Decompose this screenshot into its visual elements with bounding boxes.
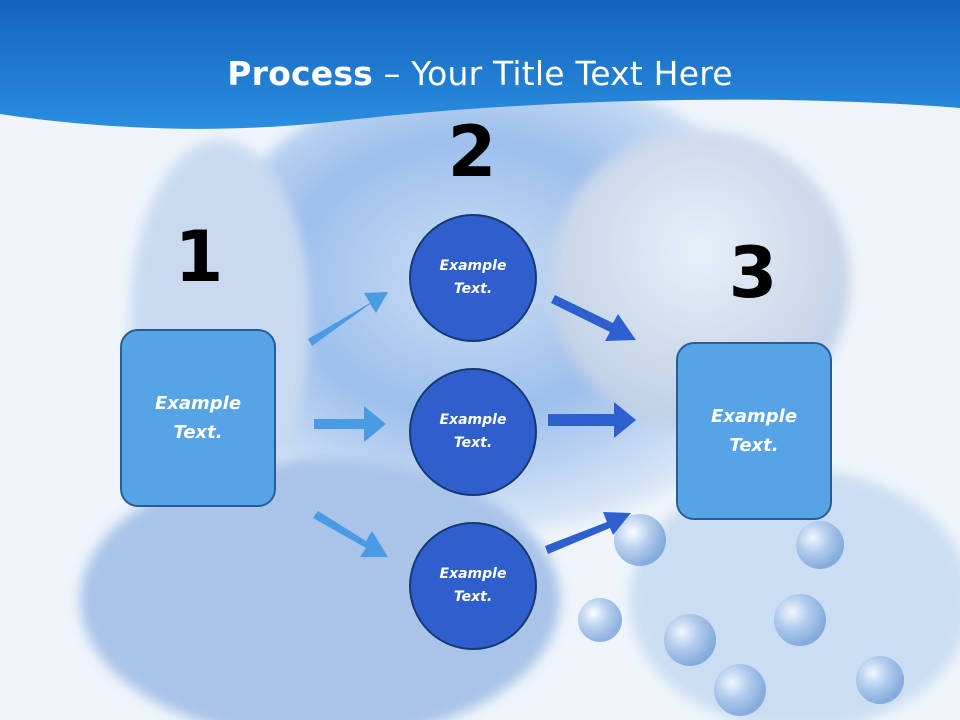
circle-bottom[interactable]: Example Text. (409, 522, 537, 650)
title-rest: – Your Title Text Here (373, 54, 733, 93)
slide-title: Process – Your Title Text Here (0, 50, 960, 98)
circle-middle[interactable]: Example Text. (409, 368, 537, 496)
step-number-1: 1 (174, 216, 224, 298)
left-text-box[interactable]: Example Text. (120, 329, 276, 507)
circle-middle-text: Example Text. (439, 412, 507, 451)
step-number-3: 3 (728, 232, 778, 314)
step-number-2: 2 (447, 111, 497, 193)
right-text-box[interactable]: Example Text. (676, 342, 832, 520)
circle-top-text: Example Text. (439, 258, 507, 297)
right-box-text: Example Text. (710, 406, 798, 456)
circle-bottom-text: Example Text. (439, 566, 507, 605)
left-box-text: Example Text. (154, 393, 242, 443)
title-bold: Process (227, 54, 374, 93)
circle-top[interactable]: Example Text. (409, 214, 537, 342)
